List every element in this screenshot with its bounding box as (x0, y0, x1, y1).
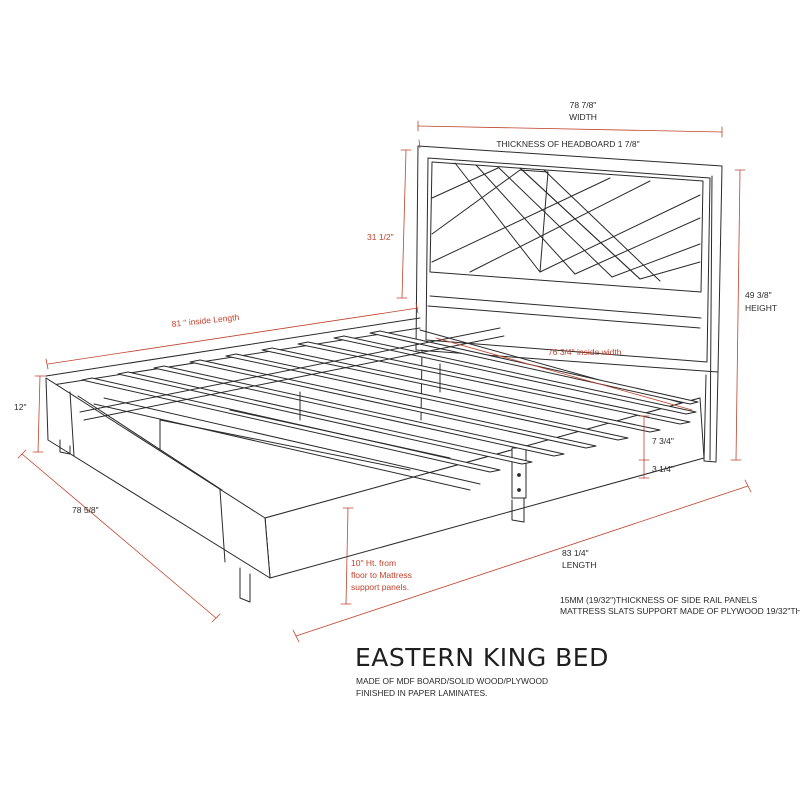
support-height-note-line-3: support panels. (351, 582, 409, 592)
mattress-slats (79, 327, 699, 491)
dimension-labels: 78 7/8" WIDTH THICKNESS OF HEADBOARD 1 7… (14, 100, 800, 616)
spec-note-slats: MATTRESS SLATS SUPPORT MADE OF PLYWOOD 1… (560, 606, 800, 616)
dimension-lines (17, 120, 752, 643)
height-value: 49 3/8" (745, 290, 772, 300)
headboard-thickness-label: THICKNESS OF HEADBOARD 1 7/8" (496, 139, 639, 149)
support-height-note-line-1: 10" Ht. from (351, 558, 396, 568)
headboard (415, 145, 723, 463)
spec-note-side-rail: 15MM (19/32")THICKNESS OF SIDE RAIL PANE… (560, 595, 757, 605)
material-note-line-2: FINISHED IN PAPER LAMINATES. (356, 688, 488, 698)
headboard-panel-height-label: 31 1/2" (367, 232, 394, 242)
length-label: LENGTH (562, 560, 596, 570)
width-label: WIDTH (569, 112, 597, 122)
leg-clearance-label: 3 1/4" (652, 464, 674, 474)
material-note-line-1: MADE OF MDF BOARD/SOLID WOOD/PLYWOOD (356, 676, 549, 686)
rail-height-label: 12" (14, 402, 26, 412)
side-rail-height-label: 7 3/4" (652, 436, 674, 446)
height-label: HEIGHT (745, 303, 777, 313)
support-height-note-line-2: floor to Mattress (351, 570, 412, 580)
inside-length-label: 81 " inside Length (171, 312, 240, 329)
inside-width-label: 76 3/4" inside width (548, 347, 622, 357)
footboard-width-label: 78 5/8" (72, 505, 99, 515)
length-value: 83 1/4" (562, 548, 589, 558)
product-title: EASTERN KING BED (355, 643, 609, 672)
width-value: 78 7/8" (570, 100, 597, 110)
